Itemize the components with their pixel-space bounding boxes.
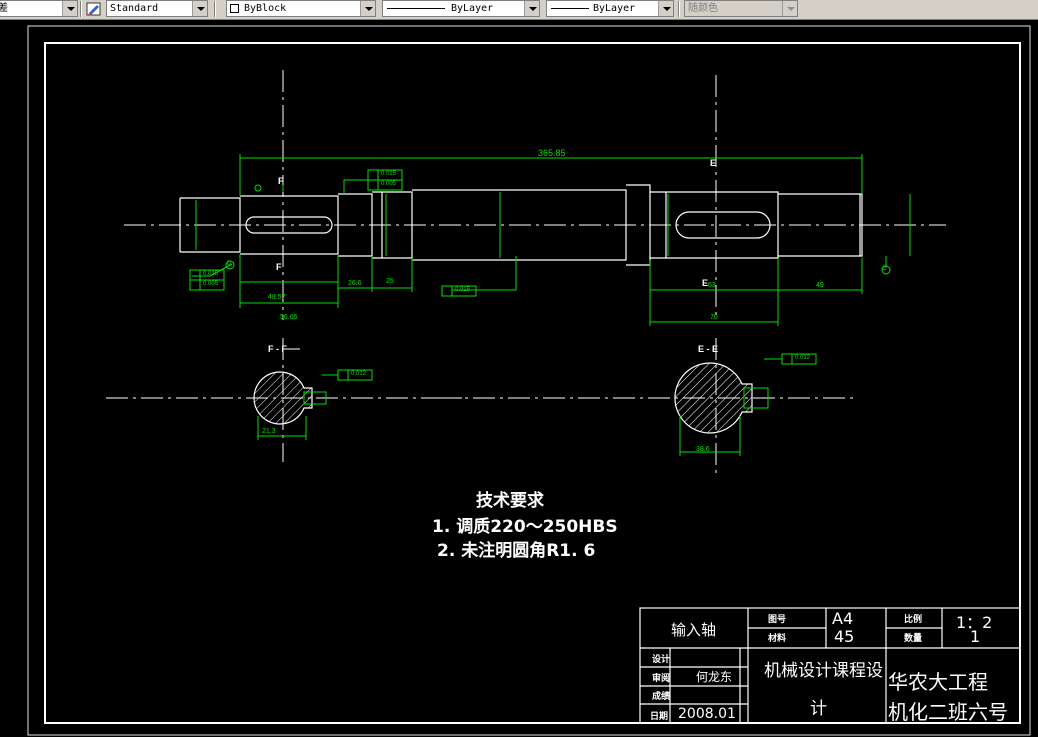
properties-toolbar: 差 Standard ByBlock ByLayer ByLayer 随颜色 xyxy=(0,0,1038,20)
color-swatch-icon xyxy=(230,4,239,13)
color-value: ByBlock xyxy=(244,3,287,14)
chevron-down-icon[interactable] xyxy=(360,1,375,16)
toolbar-separator xyxy=(678,1,680,17)
tol-value-5: 0.015 xyxy=(455,287,471,293)
linetype-value: ByLayer xyxy=(451,3,494,14)
text-style-icon[interactable] xyxy=(86,1,102,17)
material: 45 xyxy=(834,627,855,646)
lineweight-sample xyxy=(551,8,589,9)
text-style-dropdown[interactable]: Standard xyxy=(106,0,208,17)
section-f-title: F - F xyxy=(268,344,287,354)
scale-value: 1：2 xyxy=(956,613,993,632)
plotstyle-dropdown[interactable]: 随颜色 xyxy=(684,0,798,17)
color-dropdown[interactable]: ByBlock xyxy=(226,0,376,17)
dim-sec-f-width: 21.3 xyxy=(262,428,276,435)
scale-label: 比例 xyxy=(904,615,923,625)
section-e-title: E - E xyxy=(698,344,719,354)
tol-value-1: 0.015 xyxy=(381,171,397,177)
linetype-dropdown[interactable]: ByLayer xyxy=(382,0,540,17)
dim-len-a: 56.65 xyxy=(280,314,298,321)
datum-c-label: C xyxy=(882,266,887,272)
drawing-no: A4 xyxy=(832,609,854,628)
dim-len-c: 26.6 xyxy=(348,280,362,287)
tol-value-4: 0.005 xyxy=(203,281,219,287)
tolerance-frames xyxy=(189,169,817,381)
title-block-grid xyxy=(639,607,1021,724)
text-style-value: Standard xyxy=(110,3,159,14)
course-title-line1: 机械设计课程设 xyxy=(764,661,883,681)
tech-req-line1: 1. 调质220～250HBS xyxy=(432,517,618,537)
tol-value-7: 0.012 xyxy=(795,355,811,361)
dim-len-g: 63 xyxy=(708,282,716,289)
school-line1: 华农大工程 xyxy=(888,670,988,694)
chevron-down-icon[interactable] xyxy=(658,1,673,16)
part-name: 输入轴 xyxy=(671,621,717,639)
cut-label-f-bottom: F xyxy=(276,262,282,272)
score-label: 成绩 xyxy=(652,692,671,702)
qty-label: 数量 xyxy=(904,634,923,644)
tech-req-line2: 2. 未注明圆角R1. 6 xyxy=(437,541,596,561)
drawing-canvas[interactable]: 365.85 56.65 48.57 26.6 25 49 70 63 21.3… xyxy=(0,20,1038,737)
dim-len-b: 48.57 xyxy=(268,294,286,301)
dim-overall: 365.85 xyxy=(538,148,566,158)
dimension-lines xyxy=(192,154,911,326)
toolbar-separator xyxy=(214,1,216,17)
material-label: 材料 xyxy=(768,634,787,644)
lineweight-dropdown[interactable]: ByLayer xyxy=(546,0,674,17)
toolbar-separator xyxy=(80,1,82,17)
chevron-down-icon[interactable] xyxy=(62,1,77,16)
drawing-no-label: 图号 xyxy=(768,615,787,625)
layer-dropdown-value: 差 xyxy=(0,1,8,16)
design-label: 设计 xyxy=(652,655,671,665)
dim-len-d: 25 xyxy=(386,278,394,285)
shaft-outline xyxy=(179,184,863,266)
date-value: 2008.01 xyxy=(678,706,736,722)
reviewer-name: 何龙东 xyxy=(696,670,733,684)
cut-label-e-bottom: E xyxy=(702,278,709,288)
date-label: 日期 xyxy=(650,712,669,722)
viewport-border xyxy=(27,25,1031,736)
tech-req-title: 技术要求 xyxy=(476,491,544,511)
lineweight-value: ByLayer xyxy=(593,3,636,14)
drawing-geometry xyxy=(27,25,1031,736)
plotstyle-value: 随颜色 xyxy=(688,3,718,14)
review-label: 审阅 xyxy=(652,674,671,684)
dim-len-e: 49 xyxy=(816,282,824,289)
chevron-down-icon[interactable] xyxy=(192,1,207,16)
section-e-view xyxy=(674,362,769,456)
cut-label-f-top: F xyxy=(278,176,284,186)
school-line2: 机化二班六号 xyxy=(888,700,1008,724)
dim-sec-e-width: 38.6 xyxy=(696,446,710,453)
chevron-down-icon[interactable] xyxy=(524,1,539,16)
layer-dropdown[interactable]: 差 xyxy=(0,0,78,17)
chevron-down-icon[interactable] xyxy=(782,1,797,16)
cut-label-e-top: E xyxy=(710,158,717,168)
section-f-view xyxy=(253,348,327,440)
datum-d-label: D xyxy=(227,261,232,267)
linetype-sample xyxy=(387,8,445,9)
tol-value-3: 0.015 xyxy=(203,271,219,277)
tol-value-2: 0.005 xyxy=(381,181,397,187)
dim-len-f: 70 xyxy=(710,314,718,321)
qty-value: 1 xyxy=(970,627,981,646)
drawing-frame xyxy=(44,42,1021,724)
tol-value-6: 0.012 xyxy=(351,371,367,377)
course-title-line2: 计 xyxy=(810,699,827,719)
